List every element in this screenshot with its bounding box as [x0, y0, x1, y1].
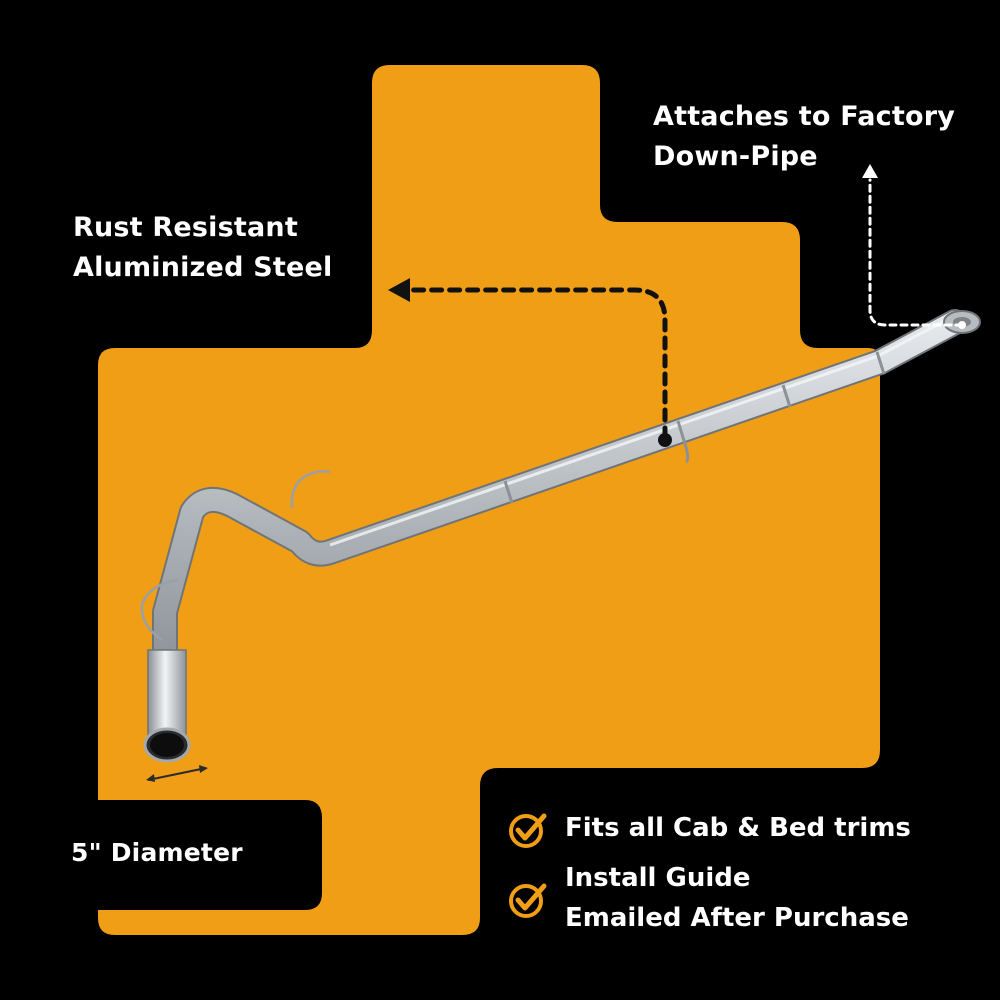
feature-item: Install Guide Emailed After Purchase — [508, 858, 909, 938]
feature-line1: Install Guide — [565, 863, 751, 893]
material-callout: Rust Resistant Aluminized Steel — [73, 208, 332, 288]
factory-callout-line2: Down-Pipe — [653, 141, 818, 172]
tailpipe-tip — [143, 649, 191, 763]
check-circle-icon — [509, 883, 547, 918]
diameter-arrow-icon — [146, 765, 208, 782]
feature-line1: Fits all Cab & Bed trims — [565, 813, 911, 843]
feature-text: Install Guide Emailed After Purchase — [565, 858, 909, 938]
factory-callout: Attaches to Factory Down-Pipe — [653, 97, 955, 177]
feature-item: Fits all Cab & Bed trims — [508, 808, 911, 850]
feature-text: Fits all Cab & Bed trims — [565, 808, 911, 848]
hanger-wire-2 — [140, 578, 179, 642]
hanger-wire — [290, 470, 331, 509]
diameter-callout: 5" Diameter — [71, 838, 243, 867]
material-callout-line1: Rust Resistant — [73, 212, 298, 243]
feature-line2: Emailed After Purchase — [565, 903, 909, 933]
material-callout-arrow-icon — [388, 278, 672, 447]
factory-callout-arrow-icon — [862, 164, 966, 329]
material-callout-line2: Aluminized Steel — [73, 252, 333, 283]
factory-callout-line1: Attaches to Factory — [653, 101, 956, 132]
check-circle-icon — [509, 813, 547, 848]
pipe-body — [152, 309, 968, 743]
